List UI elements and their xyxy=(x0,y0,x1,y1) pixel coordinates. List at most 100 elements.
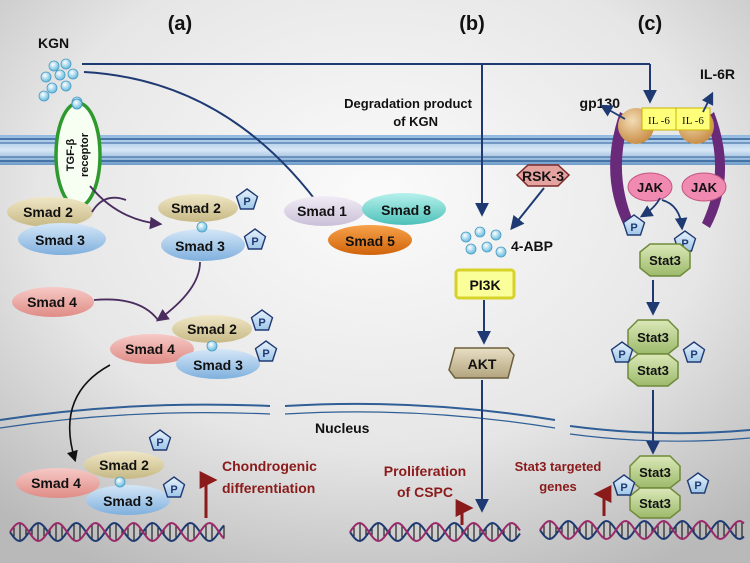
smad5-label: Smad 5 xyxy=(345,233,395,249)
degradation-label-line2: of KGN xyxy=(393,114,438,129)
pi3k-node xyxy=(454,268,516,300)
svg-text:P: P xyxy=(156,437,163,449)
smad2-inactive-label: Smad 2 xyxy=(23,204,73,220)
stat3-dimer-top-label: Stat3 xyxy=(637,330,669,345)
dna-strands xyxy=(9,519,745,543)
smad4-free-label: Smad 4 xyxy=(27,294,77,310)
stat3-genes-label-line2: genes xyxy=(539,479,577,494)
proliferation-label-line1: Proliferation xyxy=(384,463,466,479)
svg-text:P: P xyxy=(620,482,627,494)
nuclear-membrane xyxy=(0,402,750,442)
svg-text:P: P xyxy=(170,484,177,496)
phospho-p-nuclear-smad3: P xyxy=(162,476,186,498)
svg-text:P: P xyxy=(262,348,269,360)
stat3-monomer-label: Stat3 xyxy=(649,253,681,268)
smad3-complex-label: Smad 3 xyxy=(193,357,243,373)
phospho-p-nuclear-right: P xyxy=(686,472,710,494)
panel-label-c: (c) xyxy=(638,13,662,35)
svg-text:P: P xyxy=(694,480,701,492)
jak-phospho-arrows xyxy=(639,197,688,231)
gp130-pointer xyxy=(599,104,626,120)
smad3-inactive xyxy=(18,223,106,255)
svg-text:P: P xyxy=(243,196,250,208)
rsk3-node: RSK-3 xyxy=(515,164,571,187)
smad1 xyxy=(284,196,364,226)
phospho-p-nuclear-smad2: P xyxy=(148,429,172,451)
phospho-p-smad2: P xyxy=(235,188,259,210)
smad2-complex xyxy=(172,315,252,343)
complex-formation-arrows xyxy=(93,261,201,322)
gp130-label: gp130 xyxy=(580,95,621,111)
kgn-label: KGN xyxy=(38,35,69,51)
phospho-p-smad3: P xyxy=(243,228,267,250)
smad8-label: Smad 8 xyxy=(381,202,431,218)
phospho-p-complex-smad2: P xyxy=(250,309,274,331)
akt-label: AKT xyxy=(468,356,497,372)
smad2-complex-label: Smad 2 xyxy=(187,321,237,337)
chondrogenic-label-line1: Chondrogenic xyxy=(222,458,317,474)
smad4-nuclear-label: Smad 4 xyxy=(31,475,81,491)
stat3-genes-label-line1: Stat3 targeted xyxy=(515,459,602,474)
proliferation-label-line2: of CSPC xyxy=(397,484,453,500)
prolif-gene-arrow xyxy=(455,499,474,525)
nuclear-translocation-arrow xyxy=(67,364,111,463)
stat3-dimer-bottom-label: Stat3 xyxy=(637,363,669,378)
il6-box-right xyxy=(675,107,711,131)
chondro-gene-arrow xyxy=(199,471,218,518)
smad2-phosphorylated xyxy=(158,194,238,222)
smad2-inactive xyxy=(7,197,93,227)
smad4-complex-label: Smad 4 xyxy=(125,341,175,357)
tgf-receptor-label-line2: receptor xyxy=(79,132,91,177)
pi3k-label: PI3K xyxy=(469,277,500,293)
svg-text:P: P xyxy=(251,236,258,248)
smad4-complex xyxy=(110,334,194,364)
phospho-p-stat3-single: P xyxy=(673,230,697,252)
smad1-label: Smad 1 xyxy=(297,203,347,219)
degradation-label-line1: Degradation product xyxy=(344,96,473,111)
tgf-receptor-label-line1: TGF-β xyxy=(65,139,77,172)
smad2-phosphorylated-label: Smad 2 xyxy=(171,200,221,216)
gp130-receptor xyxy=(610,112,726,228)
jak-right xyxy=(681,172,727,202)
rsk3-label: RSK-3 xyxy=(522,168,564,184)
smad8 xyxy=(362,193,446,225)
jak-left-label: JAK xyxy=(637,180,664,195)
panel-label-a: (a) xyxy=(168,13,192,35)
stat3-dimer-nucleus: Stat3 Stat3 xyxy=(629,455,681,519)
dna-helix xyxy=(9,521,225,543)
svg-text:P: P xyxy=(690,349,697,361)
stat3-dimer-cytoplasm: Stat3 Stat3 xyxy=(627,319,679,387)
smad3-phosphorylated xyxy=(161,229,245,261)
stat3-monomer: Stat3 xyxy=(639,243,691,277)
il6r-label: IL-6R xyxy=(700,66,735,82)
il6-label-left: IL -6 xyxy=(648,115,670,127)
smad3-nuclear xyxy=(86,485,170,515)
smad3-phosphorylated-label: Smad 3 xyxy=(175,238,225,254)
phospho-p-complex-smad3: P xyxy=(254,340,278,362)
chondrogenic-label-line2: differentiation xyxy=(222,480,315,496)
phospho-p-dimer-right: P xyxy=(682,341,706,363)
svg-text:P: P xyxy=(630,222,637,234)
smad5 xyxy=(328,225,412,255)
smad3-nuclear-label: Smad 3 xyxy=(103,493,153,509)
stat3-gene-arrow xyxy=(593,485,612,516)
jak-left xyxy=(627,172,673,202)
il6-label-right: IL -6 xyxy=(682,115,704,127)
tgf-beta-receptor: TGF-β receptor xyxy=(54,101,102,209)
il6r-pointer xyxy=(701,91,714,113)
stat3-nuclear-bottom-label: Stat3 xyxy=(639,496,671,511)
receptor-activation-arrows xyxy=(89,185,163,230)
jak-right-label: JAK xyxy=(691,180,718,195)
panel-label-b: (b) xyxy=(459,13,485,35)
phospho-p-nuclear-left: P xyxy=(612,474,636,496)
smad3-complex xyxy=(176,349,260,379)
smad2-nuclear xyxy=(84,451,164,479)
dna-helix xyxy=(539,519,745,541)
abp-label: 4-ABP xyxy=(511,238,553,254)
svg-text:P: P xyxy=(681,238,688,250)
svg-text:P: P xyxy=(618,349,625,361)
dna-helix xyxy=(349,521,521,543)
phospho-p-dimer-left: P xyxy=(610,341,634,363)
